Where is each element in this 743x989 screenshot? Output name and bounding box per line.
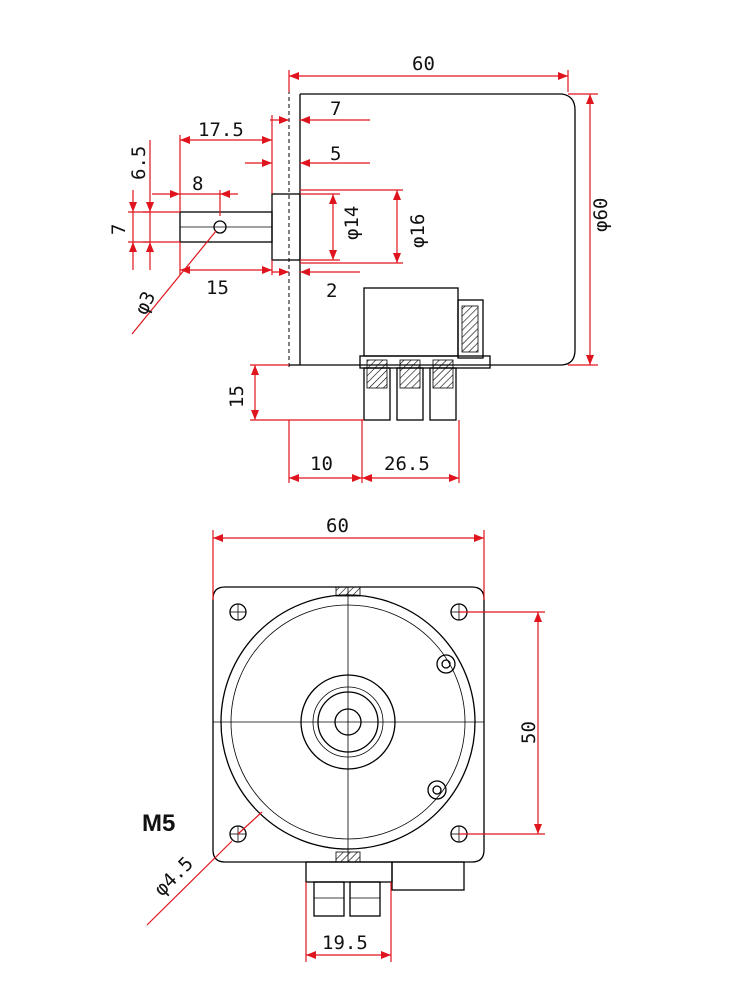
thread-label: M5 (142, 810, 175, 837)
side-view: 60 φ60 7 17.5 5 8 6.5 7 φ14 φ16 φ3 15 2 … (108, 53, 612, 483)
dim-front-width-label: 60 (326, 515, 349, 537)
dim-hole-to-end-label: 8 (192, 173, 203, 195)
dim-boss-length-label: 5 (330, 143, 341, 165)
side-dimension-lines (128, 70, 598, 483)
dim-cross-hole-label: φ3 (131, 288, 161, 318)
dim-terminal-height-label: 15 (226, 385, 248, 408)
dim-flat-height-label: 6.5 (128, 146, 150, 180)
dim-terminal-offset-label: 10 (310, 453, 333, 475)
dim-hole-offset-label: 15 (206, 277, 229, 299)
dim-hub-dia-label: φ16 (407, 214, 429, 248)
dim-boss-dia-label: φ14 (341, 206, 363, 240)
dim-flange-thickness-label: 2 (326, 280, 337, 302)
front-dimension-lines (146, 530, 545, 962)
dim-hole-spacing-label: 50 (518, 721, 540, 744)
terminal-block-side (359, 287, 491, 421)
dim-hole-dia-label: φ4.5 (150, 853, 198, 901)
dim-diameter-label: φ60 (590, 198, 612, 232)
front-view: 60 50 φ4.5 19.5 M5 (142, 515, 545, 962)
side-dimension-labels: 60 φ60 7 17.5 5 8 6.5 7 φ14 φ16 φ3 15 2 … (108, 53, 612, 475)
motor-body-front (212, 586, 485, 863)
dim-shaft-dia-small-label: 7 (108, 224, 130, 235)
motor-body-side (179, 90, 576, 368)
terminal-block-front (305, 861, 465, 917)
dim-length-label: 60 (412, 53, 435, 75)
dim-shaft-length-label: 17.5 (198, 119, 244, 141)
dim-terminal-width-front-label: 19.5 (322, 932, 368, 954)
dim-shaft-step-label: 7 (330, 98, 341, 120)
dim-terminal-width-label: 26.5 (384, 453, 430, 475)
front-dimension-labels: 60 50 φ4.5 19.5 M5 (142, 515, 540, 954)
